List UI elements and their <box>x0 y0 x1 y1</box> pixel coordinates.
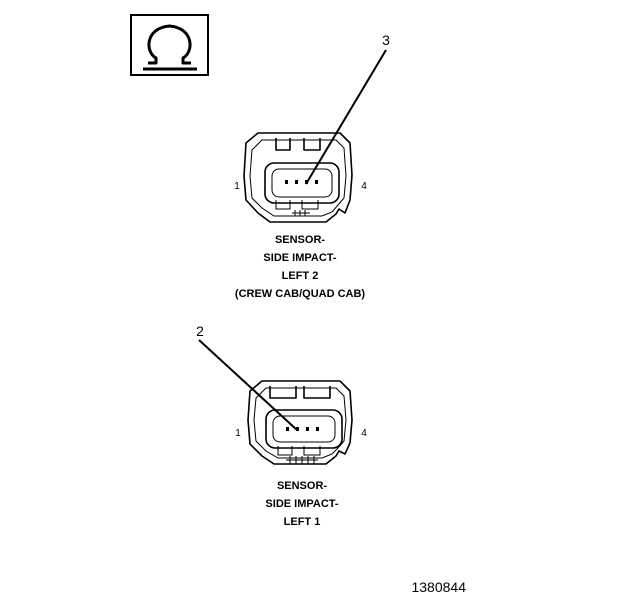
caption-line-1: SENSOR- <box>277 480 327 492</box>
callout-leader-3 <box>305 49 387 185</box>
pin-label-left: 1 <box>234 181 240 192</box>
figure-number: 1380844 <box>411 579 466 595</box>
caption-line-4: (CREW CAB/QUAD CAB) <box>235 288 365 300</box>
caption-line-2: SIDE IMPACT- <box>265 498 338 510</box>
connector-body <box>247 380 353 465</box>
pin-label-right: 4 <box>361 428 367 439</box>
connector-left-1: 2 1 4 SENSOR- SIDE IMPACT- LEFT 1 <box>196 323 367 528</box>
connector-body <box>243 132 353 223</box>
connector-left-2: 3 1 4 SENSOR- SIDE IMPACT- LEFT 2 (CREW … <box>234 32 390 300</box>
callout-number: 2 <box>196 323 204 339</box>
callout-leader-2 <box>198 339 298 431</box>
pin-label-right: 4 <box>361 181 367 192</box>
caption-line-3: LEFT 1 <box>284 516 321 528</box>
pin-label-left: 1 <box>235 428 241 439</box>
callout-number: 3 <box>382 32 390 48</box>
caption-line-1: SENSOR- <box>275 234 325 246</box>
ohmmeter-icon: Ω <box>130 14 209 76</box>
caption-line-2: SIDE IMPACT- <box>263 252 336 264</box>
ohm-symbol-text: Ω <box>169 44 170 46</box>
caption-line-3: LEFT 2 <box>282 270 319 282</box>
